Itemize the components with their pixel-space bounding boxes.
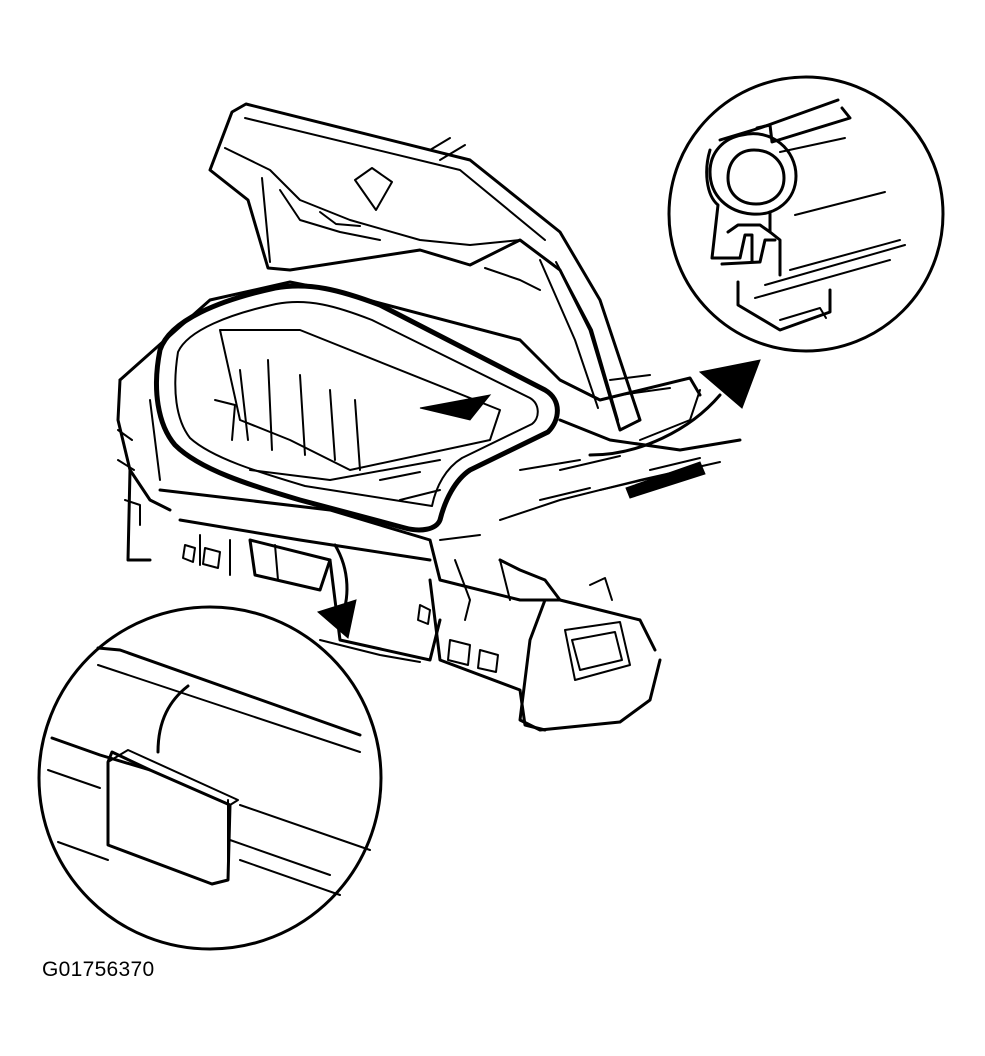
callout-arrow-lower: [316, 543, 421, 663]
trunk-weatherstrip: [154, 283, 560, 533]
rear-compartment-lid: [208, 102, 642, 432]
callout-arrow-upper: [419, 359, 761, 499]
vehicle-body: [116, 280, 742, 732]
vehicle-rear-illustration: [116, 102, 761, 732]
weatherstrip-cross-section-detail: [667, 75, 945, 353]
weatherstrip-joint-detail: [37, 605, 383, 951]
trunk-interior: [214, 329, 501, 501]
figure-id-label: G01756370: [42, 958, 155, 981]
